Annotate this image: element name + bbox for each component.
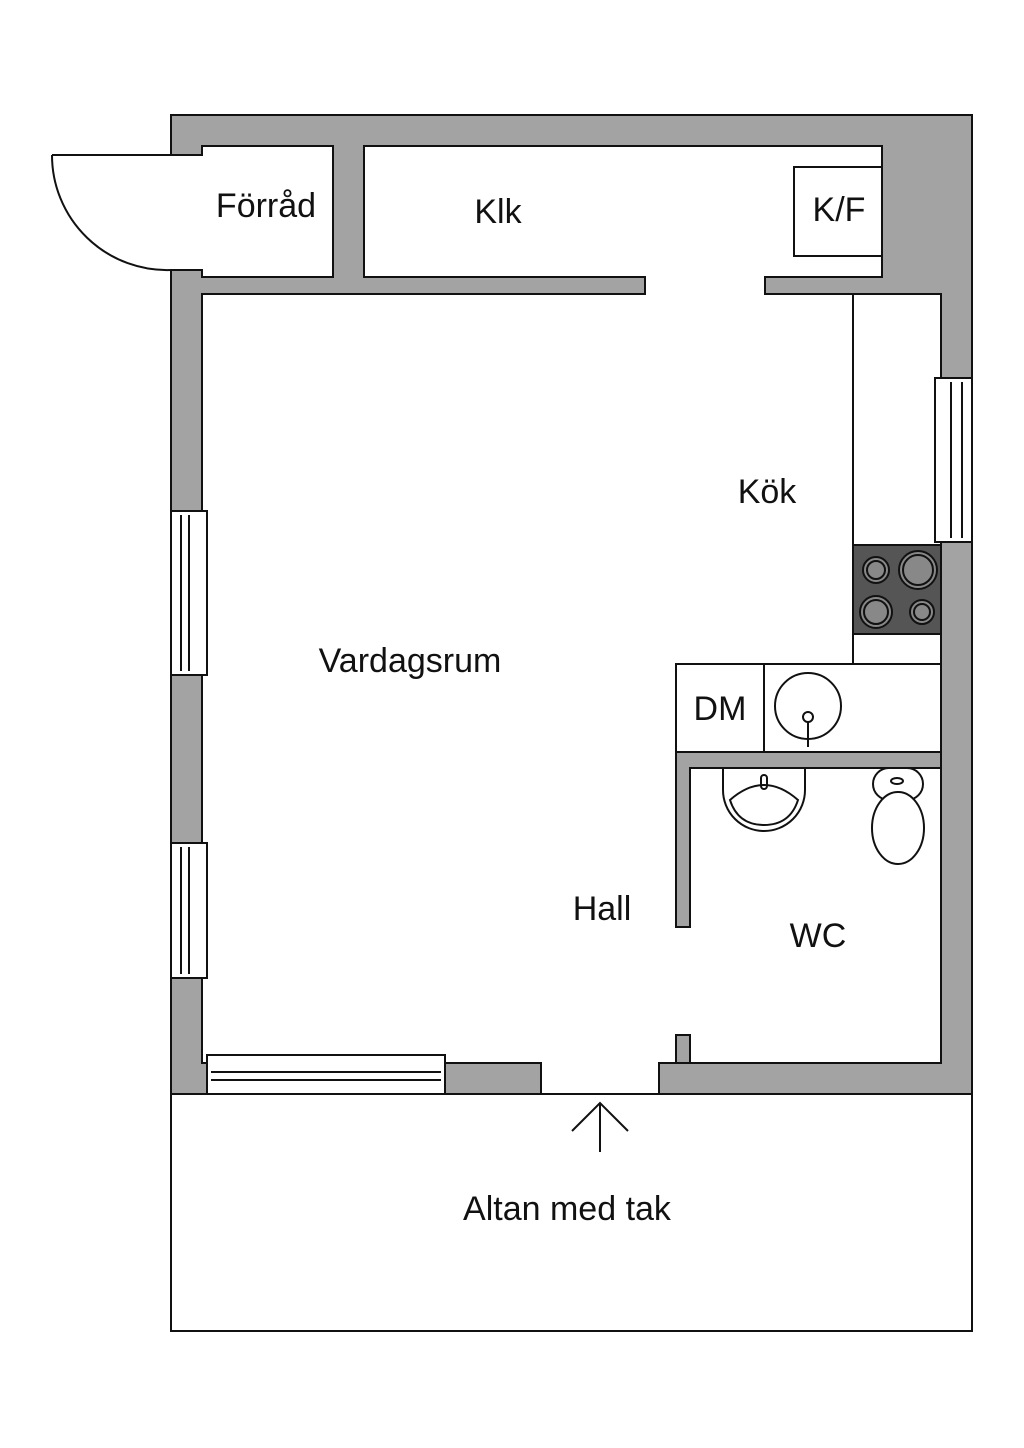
kf-closet [793,166,883,257]
label-wc: WC [790,917,847,955]
label-vardagsrum: Vardagsrum [319,642,502,680]
label-dm: DM [694,690,747,728]
label-kf: K/F [813,191,866,229]
wash-basin-icon [722,768,806,832]
label-forrad: Förråd [216,187,316,225]
window-left-2 [170,842,208,979]
label-klk: Klk [474,193,522,231]
window-right [934,377,973,543]
label-kok: Kök [738,473,798,511]
stove-burners [859,550,938,629]
label-altan: Altan med tak [463,1190,672,1228]
window-left-1 [170,510,208,676]
label-hall: Hall [573,890,632,928]
door-swing [51,154,172,272]
room-forrad [201,145,334,278]
wc-wall-stub [675,1034,691,1064]
toilet-icon [871,767,925,865]
window-bottom [206,1054,446,1095]
altan [170,1093,973,1332]
entrance-arrow-icon [571,1101,629,1152]
